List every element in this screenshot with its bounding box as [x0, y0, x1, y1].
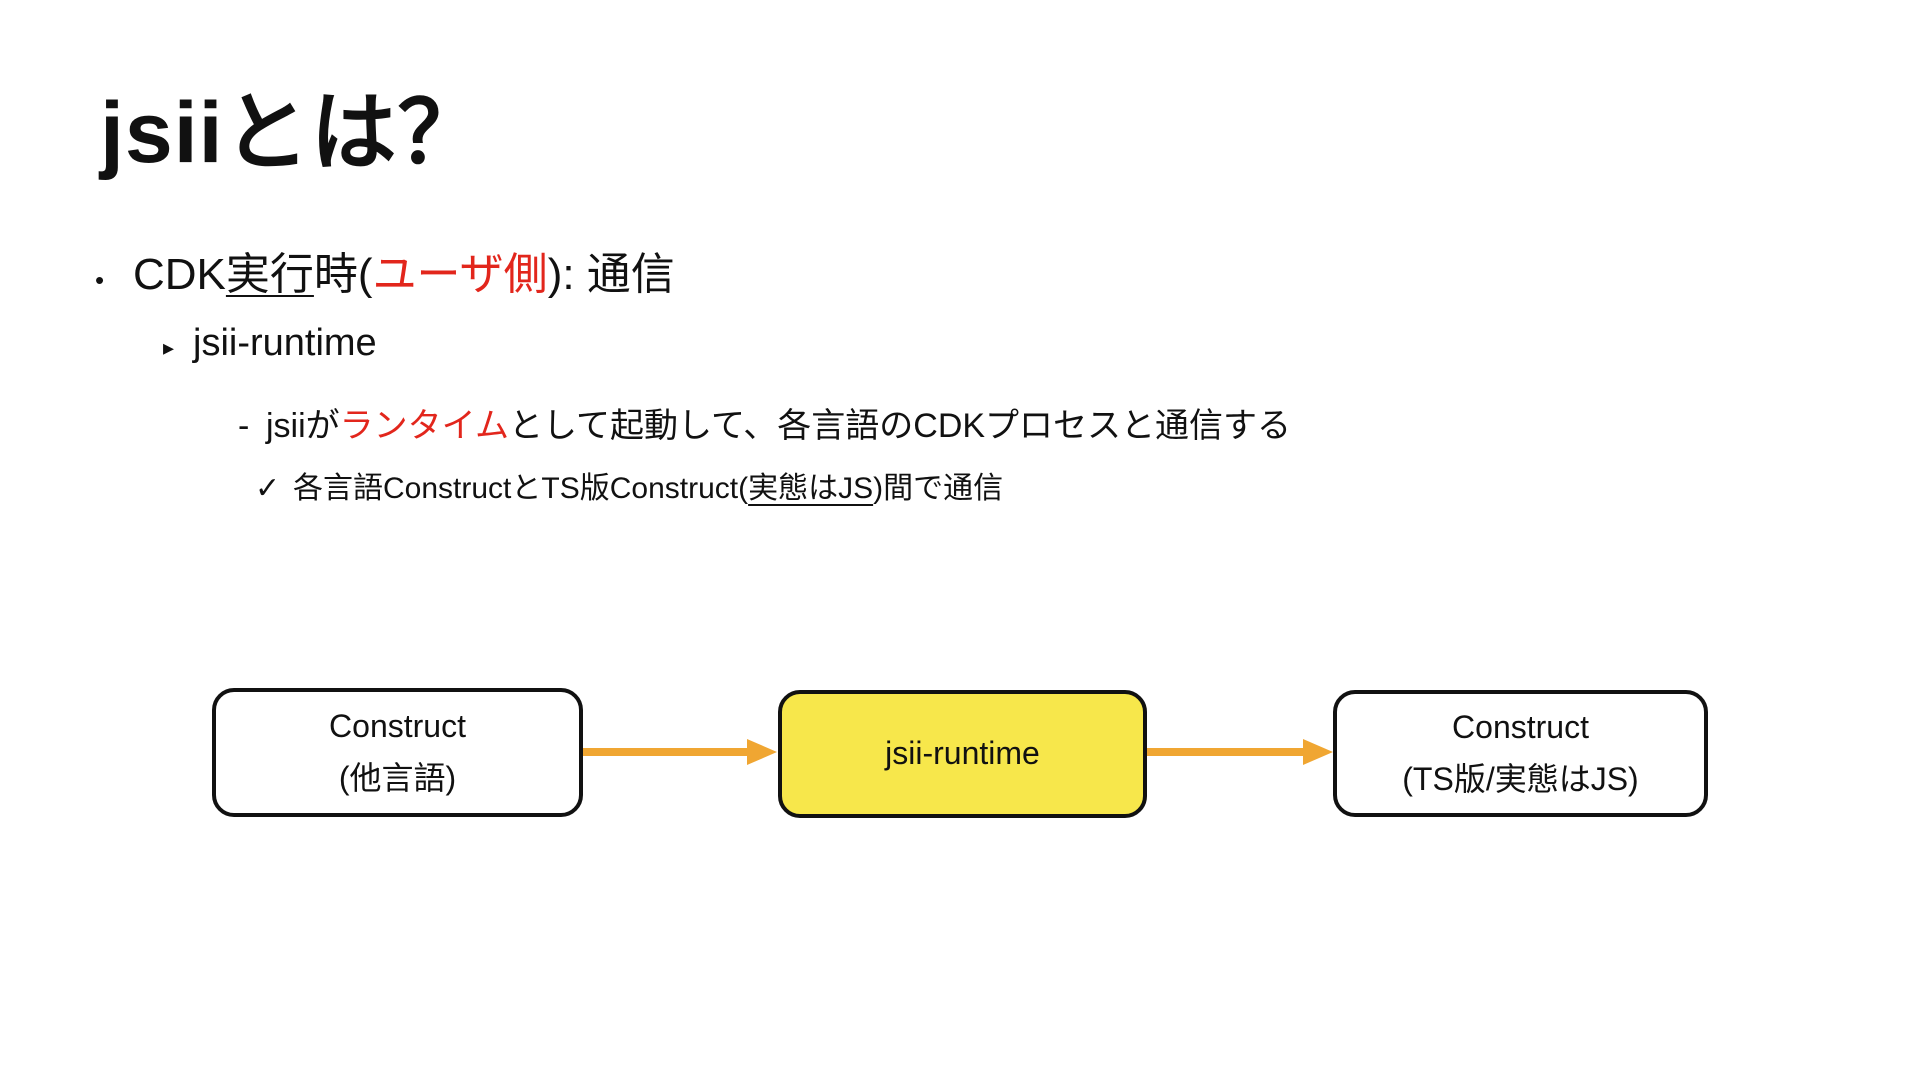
check-marker: ✓	[255, 472, 281, 505]
underlined-text: 実態はJS	[748, 472, 874, 505]
box-label-line1: Construct	[1452, 708, 1589, 745]
arrow-right-icon	[1147, 739, 1333, 765]
bullet-text: jsii-runtime	[193, 322, 377, 364]
bullet-text: CDK実行時(ユーザ側): 通信	[133, 250, 675, 299]
arrow-right-icon	[583, 739, 777, 765]
construct-ts-box: Construct (TS版/実態はJS)	[1333, 690, 1708, 817]
construct-other-language-box: Construct (他言語)	[212, 688, 583, 817]
bullet-line-jsii-launch: - jsiiがランタイムとして起動して、各言語のCDKプロセスと通信する	[238, 398, 1291, 447]
red-highlight-text: ユーザ側	[372, 250, 548, 299]
bullet-text: 各言語ConstructとTS版Construct(実態はJS)間で通信	[293, 472, 1004, 505]
page-title: jsiiとは？	[100, 85, 485, 181]
box-label-line2: (TS版/実態はJS)	[1402, 760, 1639, 797]
dash-marker: -	[238, 407, 250, 445]
box-label-line2: (他言語)	[338, 759, 457, 796]
box-label-line1: jsii-runtime	[885, 735, 1040, 772]
check-line-construct-comm: ✓ 各言語ConstructとTS版Construct(実態はJS)間で通信	[255, 463, 1003, 507]
bullet-line-cdk-runtime: • CDK実行時(ユーザ側): 通信	[95, 238, 675, 302]
jsii-runtime-box: jsii-runtime	[778, 690, 1147, 818]
underlined-text: 実行	[225, 250, 314, 299]
bullet-text: jsiiがランタイムとして起動して、各言語のCDKプロセスと通信する	[266, 407, 1292, 445]
red-highlight-text: ランタイム	[339, 407, 509, 445]
triangle-marker: ▸	[163, 335, 175, 360]
bullet-dot-marker: •	[95, 265, 105, 295]
box-label-line1: Construct	[329, 707, 466, 744]
bullet-line-jsii-runtime: ▸ jsii-runtime	[163, 322, 377, 365]
